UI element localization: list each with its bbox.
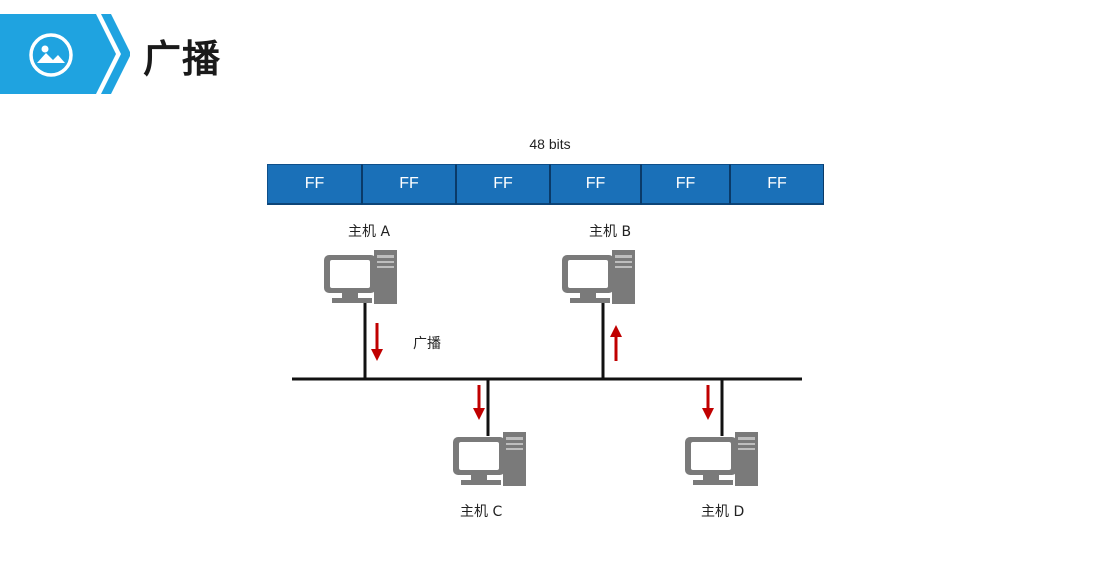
computer-icon xyxy=(322,247,398,305)
arrow-host-a xyxy=(371,323,383,361)
arrow-host-b xyxy=(610,325,622,361)
computer-icon xyxy=(683,429,759,487)
broadcast-label: 广播 xyxy=(413,336,441,352)
frame-field: FF xyxy=(267,164,362,205)
frame-field: FF xyxy=(456,164,550,205)
host-d-label: 主机 D xyxy=(701,504,745,520)
frame-field: FF xyxy=(362,164,456,205)
header-banner xyxy=(0,14,130,94)
computer-icon xyxy=(560,247,636,305)
arrow-host-d xyxy=(702,385,714,420)
host-c-label: 主机 C xyxy=(460,504,503,520)
host-b-label: 主机 B xyxy=(589,224,632,240)
frame-caption: 48 bits xyxy=(529,136,571,152)
arrow-host-c xyxy=(473,385,485,420)
frame-field: FF xyxy=(641,164,730,205)
computer-icon xyxy=(451,429,527,487)
page-title: 广播 xyxy=(143,37,222,81)
mac-address-frame: FF FF FF FF FF FF xyxy=(267,164,824,205)
frame-field: FF xyxy=(550,164,641,205)
host-a-label: 主机 A xyxy=(348,224,391,240)
image-icon xyxy=(28,32,74,78)
frame-field: FF xyxy=(730,164,824,205)
